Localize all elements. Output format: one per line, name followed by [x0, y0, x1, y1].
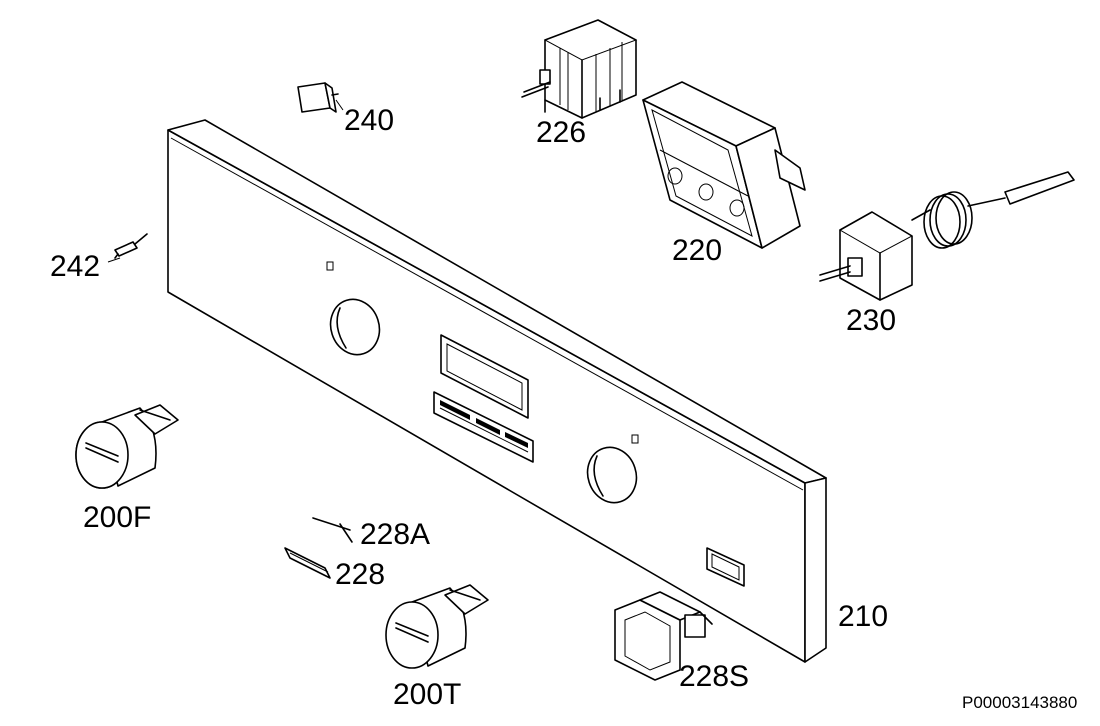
knob-200F: [75, 404, 179, 489]
label-230: 230: [846, 304, 897, 337]
display-window: [440, 334, 529, 419]
switch-226: [521, 19, 638, 119]
rod-228A: [312, 517, 353, 543]
label-200T: 200T: [393, 678, 462, 711]
label-210: 210: [838, 600, 889, 633]
part-228: [284, 547, 331, 579]
pin-242: [114, 233, 148, 259]
switch-228S: [614, 591, 713, 681]
button-strip: [433, 391, 534, 463]
knob-200T: [385, 584, 489, 669]
frame-220: [642, 81, 806, 249]
label-226: 226: [536, 116, 587, 149]
knob-hole-left: [329, 298, 381, 356]
label-200F: 200F: [83, 501, 152, 534]
switch-slot: [706, 547, 745, 587]
drawing-reference: P00003143880: [962, 693, 1078, 712]
label-228S: 228S: [679, 660, 750, 693]
thermostat-230: [819, 171, 1075, 301]
label-228A: 228A: [360, 518, 431, 551]
label-242: 242: [50, 250, 101, 283]
label-240: 240: [344, 104, 395, 137]
cap-240: [297, 82, 339, 113]
label-220: 220: [672, 234, 723, 267]
label-228: 228: [335, 558, 386, 591]
control-panel-210: [167, 119, 827, 663]
knob-hole-right: [586, 446, 638, 504]
leader-lines: [107, 99, 344, 263]
